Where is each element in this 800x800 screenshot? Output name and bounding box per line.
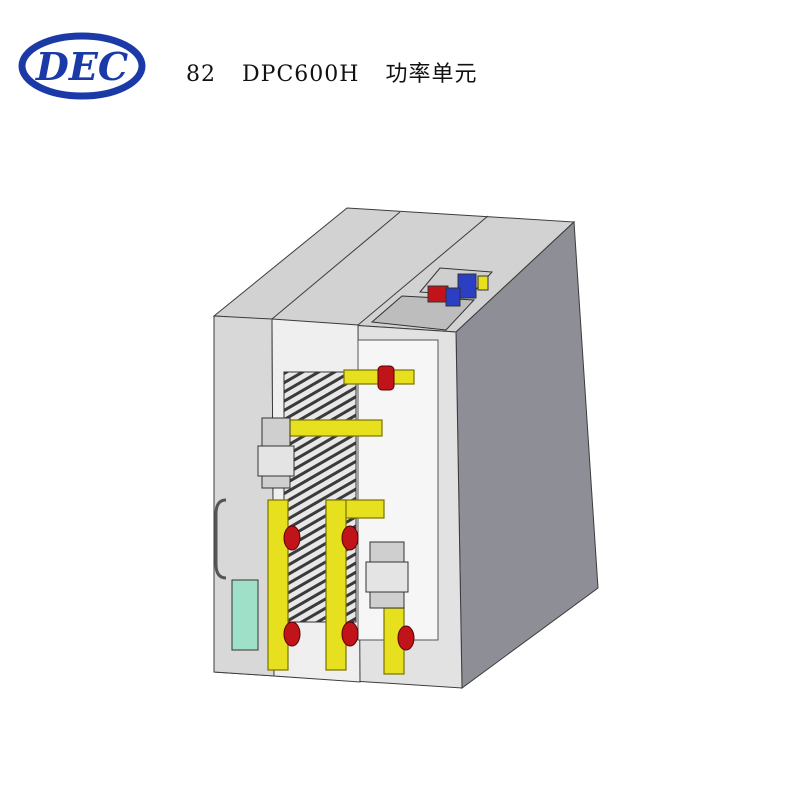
title-model: DPC600H: [242, 62, 360, 87]
inspection-window: [231, 579, 259, 651]
current-transformers: [257, 417, 409, 609]
busbars: [267, 369, 415, 675]
title-name: 功率单元: [385, 62, 478, 87]
top-terminal-block: [370, 267, 494, 331]
page-title: 82 DPC600H 功率单元: [186, 56, 503, 88]
handle-icon: [214, 498, 227, 580]
dec-logo-icon: DEC: [18, 32, 146, 100]
red-insulators: [283, 365, 415, 651]
title-number: 82: [186, 62, 216, 87]
logo-text: DEC: [35, 44, 128, 89]
